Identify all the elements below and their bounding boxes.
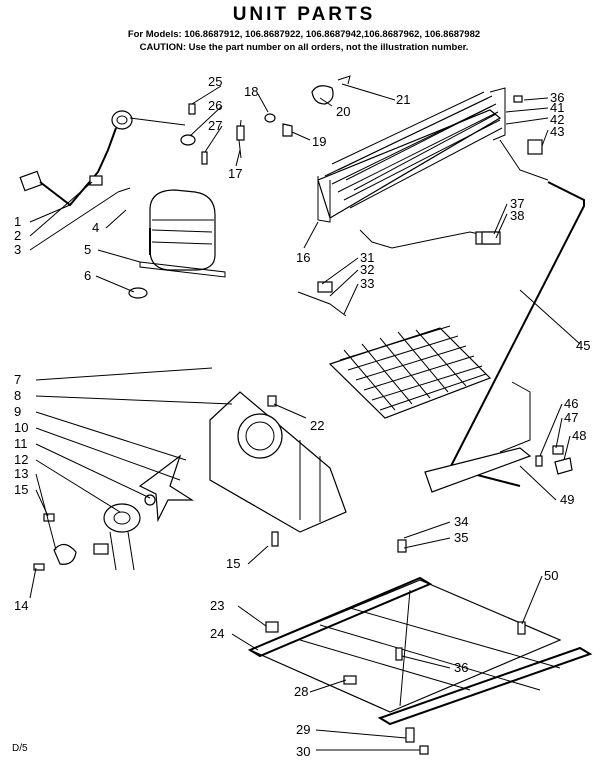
callout-30: 30 — [296, 744, 310, 759]
callout-22: 22 — [310, 418, 324, 433]
cord-assembly-icon — [19, 110, 186, 207]
condenser-coil-icon — [317, 87, 549, 249]
callout-11: 11 — [14, 436, 28, 451]
callout-33: 33 — [360, 276, 374, 291]
callout-36-bottom: 36 — [454, 660, 468, 675]
callout-27: 27 — [208, 118, 222, 133]
callout-6: 6 — [84, 268, 91, 283]
callout-16: 16 — [296, 250, 310, 265]
capillary-tube-icon — [448, 181, 585, 487]
small-parts-right-icon — [481, 95, 573, 475]
callout-28: 28 — [294, 684, 308, 699]
compressor-icon — [128, 189, 226, 299]
callout-35: 35 — [454, 530, 468, 545]
callout-37: 37 — [510, 196, 524, 211]
callout-43: 43 — [550, 124, 564, 139]
callout-15-left: 15 — [14, 482, 28, 497]
callout-8: 8 — [14, 388, 21, 403]
callout-34: 34 — [454, 514, 468, 529]
callout-12: 12 — [14, 452, 28, 467]
callout-23: 23 — [210, 598, 224, 613]
callout-2: 2 — [14, 228, 21, 243]
callout-47: 47 — [564, 410, 578, 425]
base-frame-icon — [247, 447, 593, 755]
callout-26: 26 — [208, 98, 222, 113]
callout-46: 46 — [564, 396, 578, 411]
callout-3: 3 — [14, 242, 21, 257]
callout-9: 9 — [14, 404, 21, 419]
footer-code: D/5 — [12, 743, 28, 754]
callout-21: 21 — [396, 92, 410, 107]
callout-48: 48 — [572, 428, 586, 443]
evaporator-coil-icon — [297, 281, 492, 419]
leader-lines — [29, 83, 581, 751]
callout-50: 50 — [544, 568, 558, 583]
models-line: For Models: 106.8687912, 106.8687922, 10… — [127, 29, 481, 40]
callout-7: 7 — [14, 372, 21, 387]
callout-4: 4 — [92, 220, 99, 235]
caution-line: CAUTION: Use the part number on all orde… — [139, 42, 469, 53]
callout-24: 24 — [210, 626, 224, 641]
bolts-top-icon — [180, 75, 351, 165]
callout-14: 14 — [14, 598, 28, 613]
fan-shroud-icon — [209, 391, 347, 533]
callout-42: 42 — [550, 112, 564, 127]
fan-motor-icon — [33, 503, 141, 571]
callout-17: 17 — [228, 166, 242, 181]
callout-32: 32 — [360, 262, 374, 277]
page-title: UNIT PARTS — [232, 4, 376, 25]
callout-5: 5 — [84, 242, 91, 257]
callout-31: 31 — [360, 250, 374, 265]
callout-15-center: 15 — [226, 556, 240, 571]
callout-13: 13 — [14, 466, 28, 481]
callout-38: 38 — [510, 208, 524, 223]
callout-1: 1 — [14, 214, 21, 229]
callout-45: 45 — [576, 338, 590, 353]
callout-41: 41 — [550, 100, 564, 115]
callout-20: 20 — [336, 104, 350, 119]
callout-18: 18 — [244, 84, 258, 99]
callout-29: 29 — [296, 722, 310, 737]
callout-25: 25 — [208, 74, 222, 89]
fan-blade-icon — [138, 454, 195, 523]
callout-10: 10 — [14, 420, 28, 435]
callout-19: 19 — [312, 134, 326, 149]
callout-49: 49 — [560, 492, 574, 507]
callout-36-top: 36 — [550, 90, 564, 105]
